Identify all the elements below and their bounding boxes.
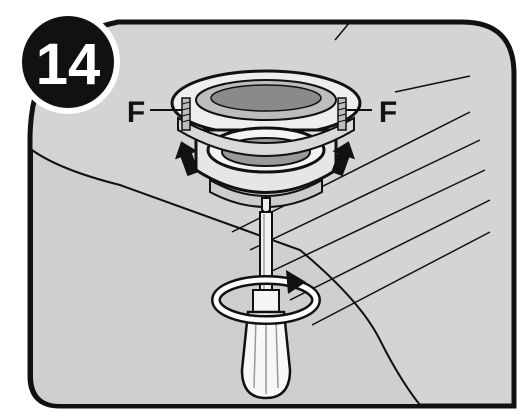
right-mounting-screw xyxy=(337,97,347,131)
mounting-flange xyxy=(170,69,362,208)
rotate-clockwise-icon xyxy=(211,270,321,325)
step-badge: 14 xyxy=(16,10,120,114)
arrow-up-icon xyxy=(175,141,199,177)
step-badge-circle xyxy=(22,16,114,108)
callout-right: F xyxy=(379,96,397,129)
step-number: 14 xyxy=(36,32,101,97)
left-mounting-screw xyxy=(181,97,191,131)
screwdriver xyxy=(240,197,292,400)
callout-left: F xyxy=(127,96,145,129)
arrow-up-icon xyxy=(331,141,355,177)
